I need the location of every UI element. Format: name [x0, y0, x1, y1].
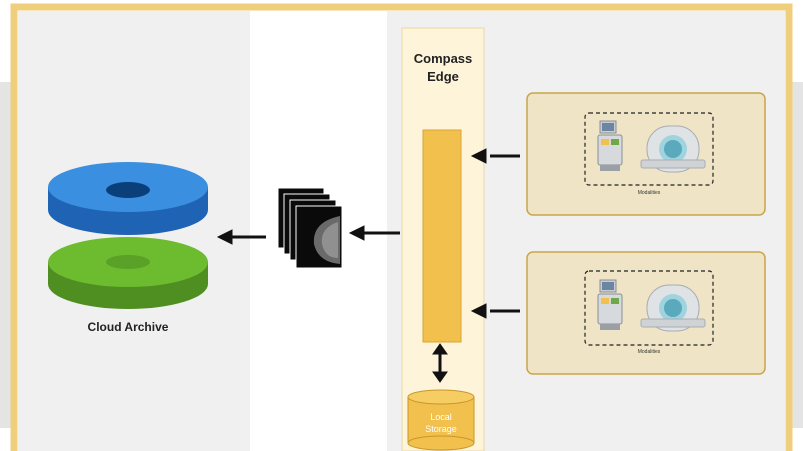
ct-scanner-icon [640, 125, 706, 173]
cloud-archive-label: Cloud Archive [87, 320, 169, 334]
ultrasound-machine-icon [597, 279, 623, 330]
ct-scanner-icon [640, 284, 706, 332]
arrow-modality-bottom-to-edge [470, 303, 520, 319]
compass-edge-label: Compass Edge [413, 51, 473, 84]
modality-bottom-label: Modalities [637, 349, 661, 355]
medical-image-stack-icon [277, 187, 343, 269]
arrow-images-to-cloud [216, 229, 266, 245]
bar-storage-double-arrow [432, 343, 448, 383]
compass-edge-bar [422, 129, 462, 343]
cloud-archive-disks-icon [48, 162, 208, 309]
modality-box-top [526, 92, 766, 216]
database-cylinder-icon [407, 389, 475, 451]
local-storage-label: Local Storage [425, 412, 457, 434]
arrow-edge-to-images [348, 225, 400, 241]
arrow-modality-top-to-edge [470, 148, 520, 164]
modality-box-bottom [526, 251, 766, 375]
ultrasound-machine-icon [597, 120, 623, 171]
modality-top-label: Modalities [637, 190, 661, 196]
